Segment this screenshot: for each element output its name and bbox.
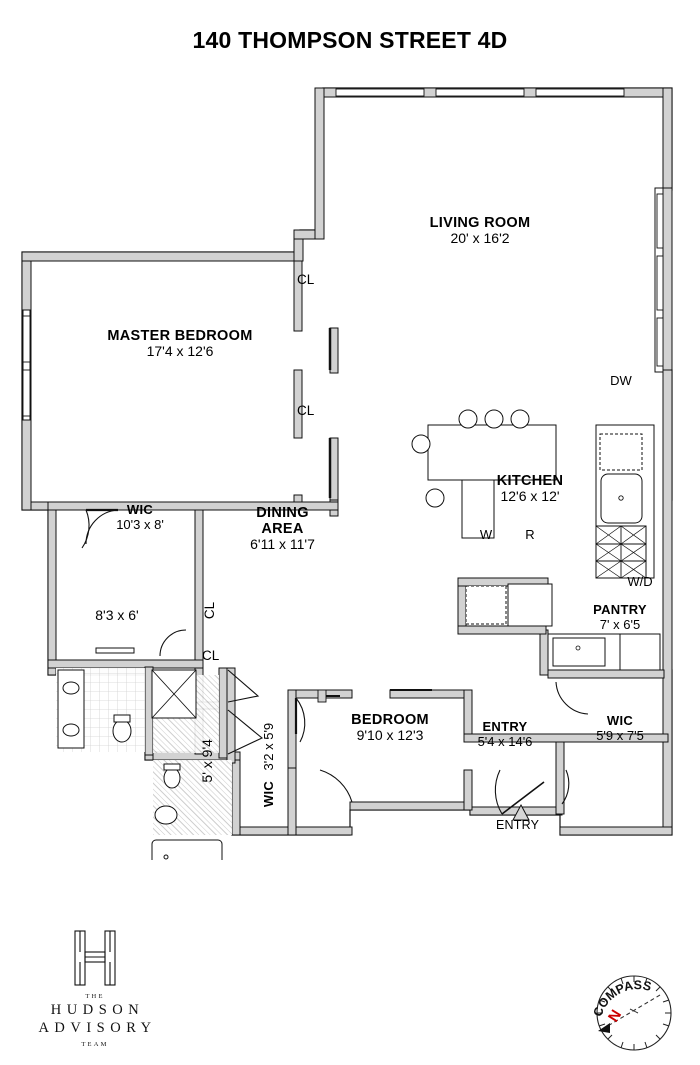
entry-marker-label: ENTRY (496, 818, 540, 832)
room-label-master-bedroom: MASTER BEDROOM 17'4 x 12'6 (107, 328, 253, 360)
appliance-label-dishwasher: DW (610, 373, 632, 388)
room-label-entry: ENTRY 5'4 x 14'6 (477, 719, 533, 749)
room-label-pantry: PANTRY 7' x 6'5 (593, 602, 647, 632)
doors (81, 328, 589, 815)
closet-label-hall-upper: CL (202, 601, 218, 620)
room-label-kitchen: KITCHEN 12'6 x 12' (496, 473, 564, 505)
closet-label-hall-upper-wrapper: CL (199, 595, 231, 629)
appliance-label-refrigerator: R (525, 527, 535, 542)
bathroom-second-dimension: 5' x 9'4 (199, 739, 216, 783)
logo-the: THE (85, 993, 105, 1000)
room-label-bedroom-wic: WIC 3'2 x 5'9 (261, 722, 277, 808)
brand-logo: THE HUDSON ADVISORY TEAM (20, 928, 170, 1048)
closet-label-hall-lower: CL (202, 648, 220, 663)
logo-team: TEAM (81, 1041, 109, 1048)
room-label-dining-area: DINING AREA 6'11 x 11'7 (250, 505, 315, 553)
page-title: 140 THOMPSON STREET 4D (192, 27, 508, 53)
room-label-master-wic: WIC 10'3 x 8' (116, 502, 164, 532)
master-bedroom-windows (22, 315, 31, 417)
logo-monogram-icon (74, 930, 116, 986)
room-label-entry-wic: WIC 5'9 x 7'5 (596, 713, 644, 743)
compass-rose: N COMPASS (591, 975, 672, 1051)
room-label-living-room: LIVING ROOM 20' x 16'2 (429, 215, 531, 247)
living-room-right-windows (656, 193, 664, 367)
entry-direction-marker (512, 803, 530, 821)
bathroom-second-dimension-wrapper: 5' x 9'4 (178, 725, 238, 805)
main-bathroom-fixtures (57, 647, 197, 749)
logo-advisory: ADVISORY (38, 1020, 157, 1036)
appliance-label-washer-dryer: W/D (627, 574, 653, 589)
second-bathroom-fixtures (151, 763, 223, 860)
closet-label-master-lower: CL (297, 403, 315, 418)
kitchen-fixtures (465, 424, 661, 671)
floorplan-drawing (21, 87, 673, 860)
room-label-bedroom: BEDROOM 9'10 x 12'3 (351, 712, 429, 744)
logo-hudson: HUDSON (50, 1002, 145, 1018)
living-room-windows (335, 88, 625, 97)
appliance-label-washer: W (479, 527, 493, 542)
bathroom-main-dimension: 8'3 x 6' (95, 607, 139, 623)
kitchen-island (411, 409, 557, 539)
closet-label-master-upper: CL (297, 272, 315, 287)
